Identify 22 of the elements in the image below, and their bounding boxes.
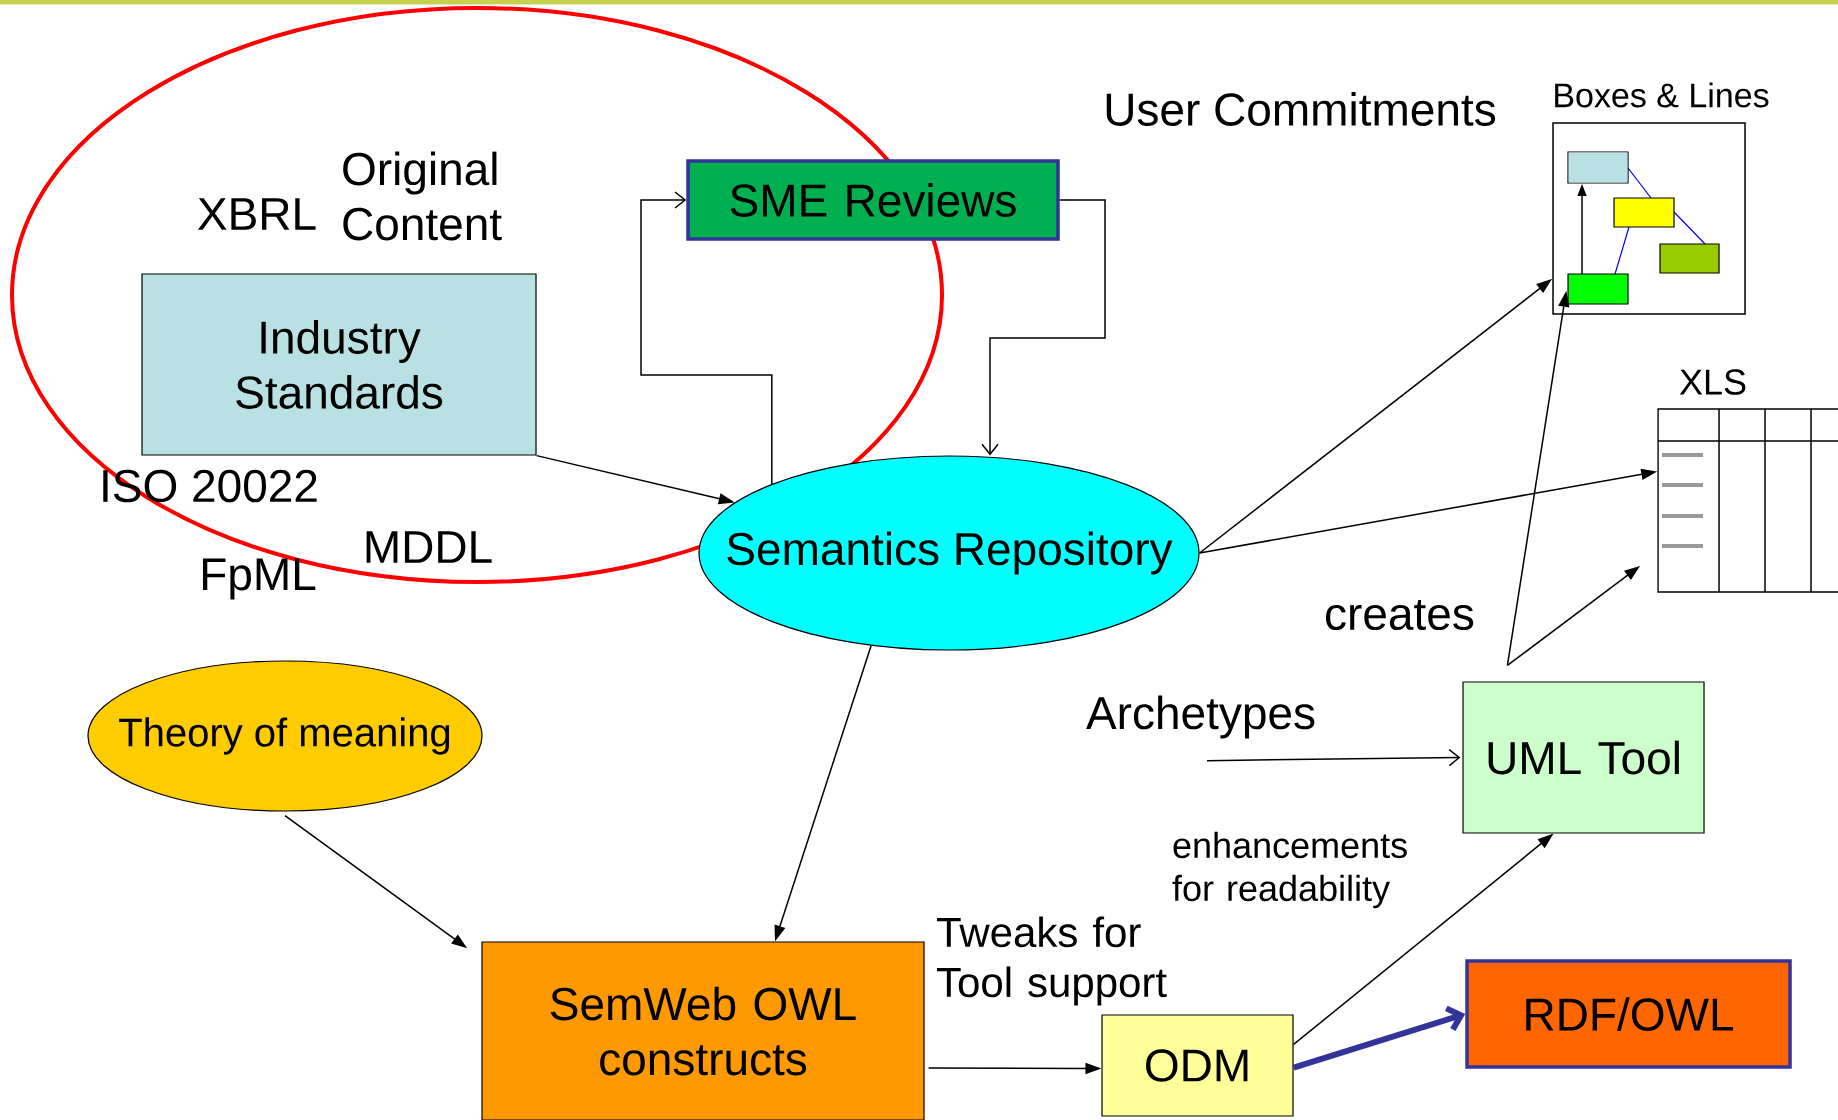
ellipse-node: Theory of meaning: [87, 660, 483, 812]
label: XBRL: [197, 198, 316, 230]
process-box: RDF/OWL: [1465, 959, 1792, 1069]
edge-label: creates: [1326, 599, 1474, 631]
arrow: [981, 199, 1106, 456]
process-box: UML Tool: [1462, 681, 1705, 834]
process-box: Industry Standards: [141, 273, 537, 456]
edge-label: enhancements for readability: [1172, 831, 1407, 909]
picture-frame: Boxes & Lines: [1552, 82, 1769, 315]
label: MDDL: [366, 531, 492, 563]
label: User Commitments: [1106, 92, 1496, 126]
table-frame: XLS: [1657, 369, 1838, 593]
label: FpML: [203, 558, 316, 600]
process-box: SME Reviews: [686, 159, 1060, 241]
arrow: [1292, 1005, 1466, 1071]
process-box: ODM: [1101, 1014, 1294, 1117]
node-text: Archetypes: [1086, 695, 1315, 739]
edge-label: Tweaks for Tool support: [936, 916, 1167, 1006]
arrow: [640, 191, 773, 485]
process-box: SemWeb OWL constructs: [481, 941, 925, 1120]
arrow: [1206, 748, 1461, 767]
ellipse-node: Semantics Repository: [698, 455, 1200, 651]
